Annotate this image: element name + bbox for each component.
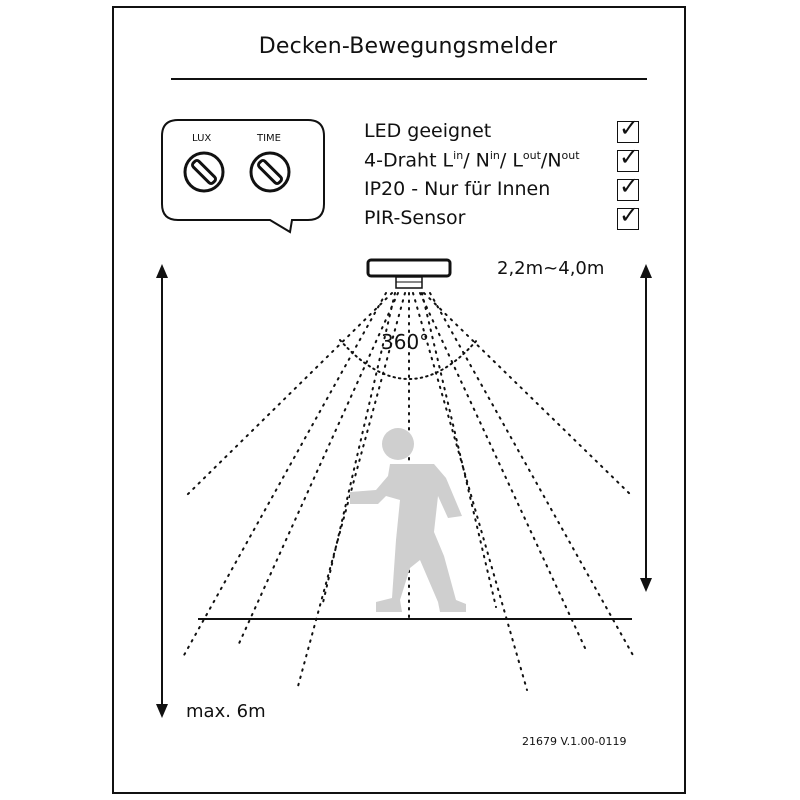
time-knob-icon — [249, 151, 291, 193]
check-icon: ✓ — [619, 172, 640, 200]
lux-knob-icon — [183, 151, 225, 193]
max-range-arrow — [156, 264, 168, 718]
checkbox-led: ✓ — [617, 114, 639, 143]
title-divider — [171, 78, 647, 80]
check-icon: ✓ — [619, 143, 640, 171]
feature-pir: PIR-Sensor — [364, 207, 466, 229]
max-range-label: max. 6m — [186, 701, 266, 722]
checkbox-ip20: ✓ — [617, 172, 639, 201]
checkbox-wiring: ✓ — [617, 143, 639, 172]
height-range-label: 2,2m~4,0m — [497, 258, 605, 279]
product-title: Decken-Bewegungsmelder — [258, 34, 558, 59]
check-icon: ✓ — [619, 201, 640, 229]
walking-person-icon — [350, 428, 466, 612]
version-code: 21679 V.1.00-0119 — [522, 735, 627, 748]
check-icon: ✓ — [619, 114, 640, 142]
lux-label: LUX — [192, 133, 212, 144]
time-label: TIME — [257, 133, 282, 144]
feature-led: LED geeignet — [364, 120, 492, 142]
ceiling-sensor-icon — [366, 258, 452, 289]
coverage-arc — [339, 339, 478, 380]
height-range-arrow — [640, 264, 652, 592]
checkbox-pir: ✓ — [617, 201, 639, 230]
feature-wiring: 4-Draht Lin/ Nin/ Lout/Nout — [364, 149, 580, 172]
feature-ip20: IP20 - Nur für Innen — [364, 178, 551, 200]
label-card — [112, 6, 686, 794]
settings-bubble — [161, 119, 325, 234]
angle-label: 360° — [381, 330, 430, 354]
